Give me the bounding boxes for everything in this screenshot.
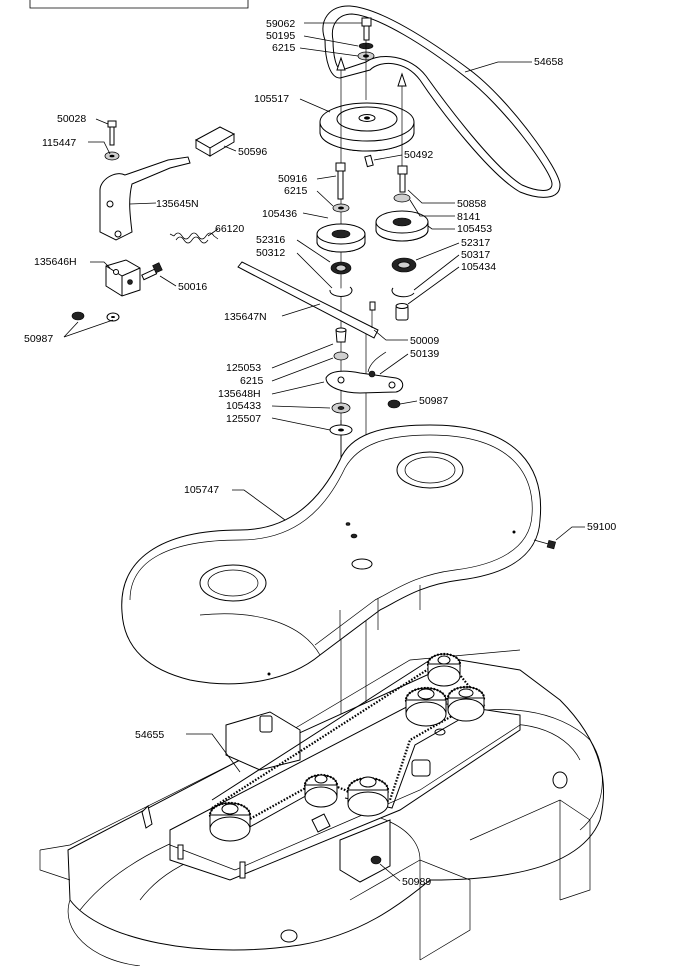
label-50989: 50989 <box>402 876 431 888</box>
label-135648H: 135648H <box>218 388 261 400</box>
label-59100: 59100 <box>587 521 616 533</box>
label-6215-c: 6215 <box>240 375 264 387</box>
label-54655: 54655 <box>135 729 164 741</box>
sprockets <box>208 652 486 842</box>
lever-135645N <box>99 156 191 241</box>
label-50317: 50317 <box>461 249 490 261</box>
pad-50596 <box>194 126 236 157</box>
right-idler-stack <box>375 165 429 321</box>
arm-135647N <box>237 261 379 339</box>
bolt-50016 <box>141 262 163 281</box>
left-idler-stack <box>316 162 366 297</box>
bolt-50028 <box>104 120 120 161</box>
spring-66120 <box>169 232 219 244</box>
title-frame <box>29 0 249 9</box>
label-50492: 50492 <box>404 149 433 161</box>
label-135645N: 135645N <box>156 198 199 210</box>
label-125053: 125053 <box>226 362 261 374</box>
label-105433: 105433 <box>226 400 261 412</box>
part-labels: 59062 50195 6215 54658 105517 50028 1154… <box>24 18 616 888</box>
label-50916: 50916 <box>278 173 307 185</box>
label-8141: 8141 <box>457 211 481 223</box>
label-105434: 105434 <box>461 261 496 273</box>
key-50492 <box>364 154 374 168</box>
label-59062: 59062 <box>266 18 295 30</box>
label-52316: 52316 <box>256 234 285 246</box>
bolt-59062 <box>357 17 375 61</box>
lower-stack <box>325 327 404 436</box>
pulley-105517 <box>319 102 415 152</box>
label-135647N: 135647N <box>224 311 267 323</box>
label-50596: 50596 <box>238 146 267 158</box>
leader-lines <box>63 22 585 882</box>
label-50312: 50312 <box>256 247 285 259</box>
label-50987-b: 50987 <box>419 395 448 407</box>
label-125507: 125507 <box>226 413 261 425</box>
nuts-50987 <box>71 311 120 322</box>
label-50987: 50987 <box>24 333 53 345</box>
label-50028: 50028 <box>57 113 86 125</box>
label-50009: 50009 <box>410 335 439 347</box>
label-105453: 105453 <box>457 223 492 235</box>
label-50139: 50139 <box>410 348 439 360</box>
label-52317: 52317 <box>461 237 490 249</box>
deck-cover-105747 <box>121 424 542 685</box>
label-66120: 66120 <box>215 223 244 235</box>
label-6215-b: 6215 <box>284 185 308 197</box>
label-6215: 6215 <box>272 42 296 54</box>
label-54658: 54658 <box>534 56 563 68</box>
label-135646H: 135646H <box>34 256 77 268</box>
label-50195: 50195 <box>266 30 295 42</box>
label-105436: 105436 <box>262 208 297 220</box>
label-105517: 105517 <box>254 93 289 105</box>
label-115447: 115447 <box>42 137 76 149</box>
label-50016: 50016 <box>178 281 207 293</box>
bracket-135646H <box>105 259 141 297</box>
label-105747: 105747 <box>184 484 219 496</box>
screw-59100 <box>533 539 557 550</box>
label-50858: 50858 <box>457 198 486 210</box>
belt-54658 <box>322 5 561 198</box>
